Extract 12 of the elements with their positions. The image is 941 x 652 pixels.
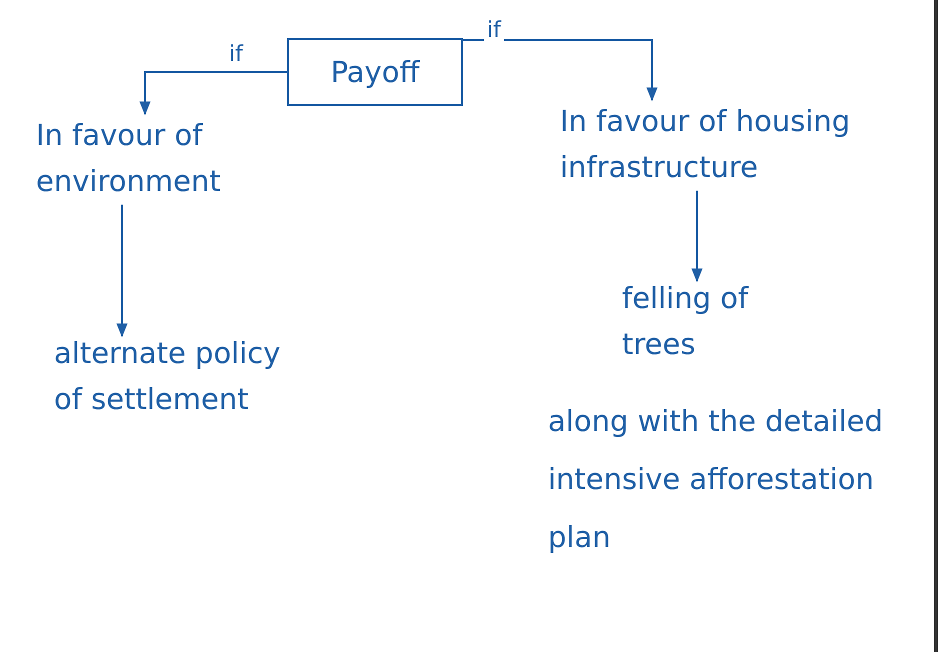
process-box — [287, 38, 463, 106]
note-text: along with the detailed intensive afforestation plan — [548, 403, 884, 556]
node-text: felling of trees — [621, 280, 750, 364]
arrow — [463, 39, 658, 102]
node-text: alternate policy of settlement — [53, 335, 282, 418]
node-text: In favour of environment — [36, 117, 222, 200]
arrow — [691, 190, 703, 282]
arrow — [116, 204, 128, 338]
node-text: In favour of housing infrastructure — [560, 103, 852, 186]
arrow — [139, 71, 287, 116]
node-text: Payoff — [330, 54, 420, 91]
edge-label: if — [484, 18, 504, 43]
